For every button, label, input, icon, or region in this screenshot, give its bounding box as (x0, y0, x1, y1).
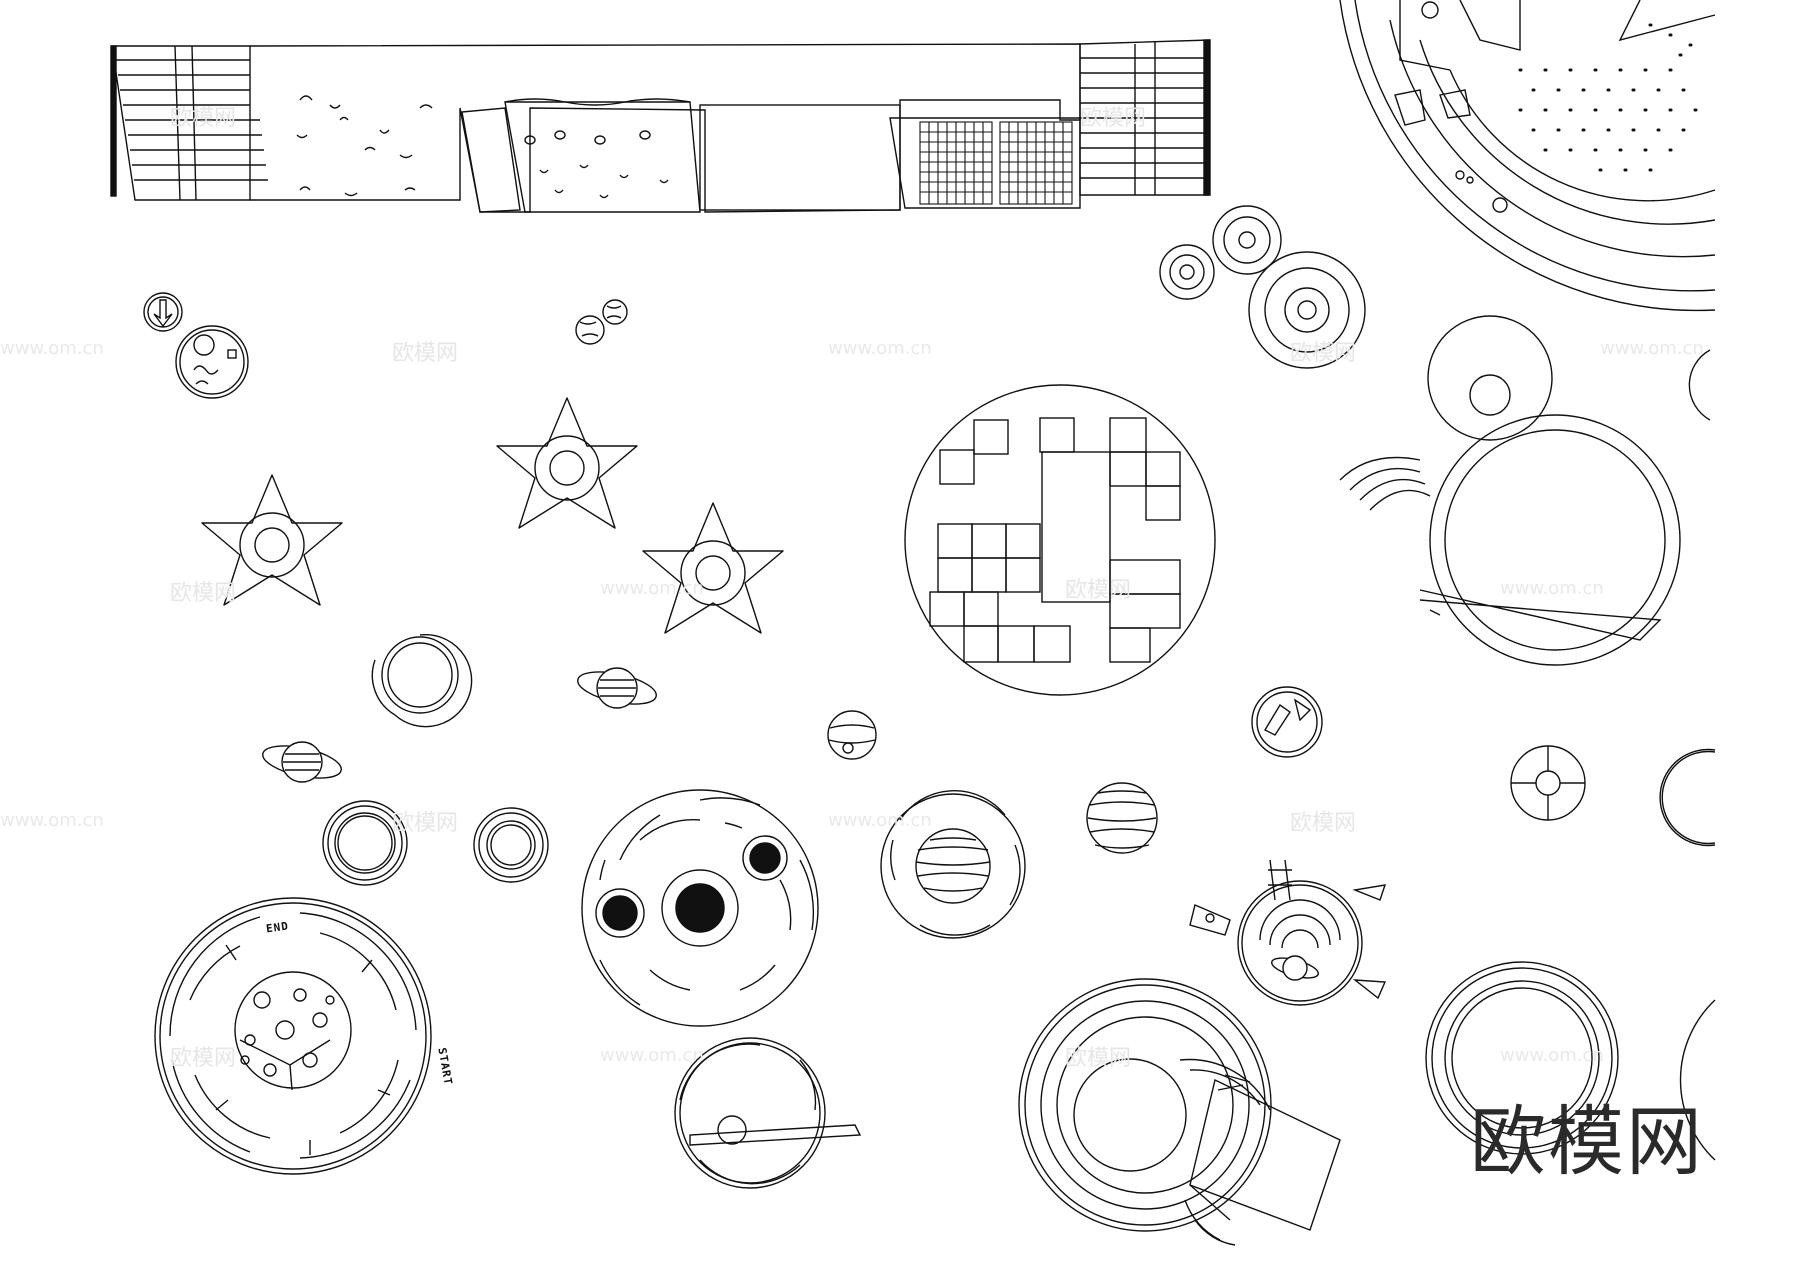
jupiter-ring-disc (880, 790, 1026, 939)
watermark-cn: 欧模网 (1290, 811, 1357, 836)
watermark-url: www.om.cn (828, 810, 932, 831)
watermark-url: www.om.cn (1500, 1045, 1604, 1066)
watermark-cn: 欧模网 (392, 341, 459, 366)
ring-target-1 (371, 633, 473, 728)
arrow-sign (143, 292, 183, 332)
face-sign (175, 325, 249, 399)
watermark-cn: 欧模网 (170, 106, 237, 131)
watermark-cn: 欧模网 (170, 1046, 237, 1071)
saturn-planet-1 (577, 667, 657, 709)
jupiter-small (827, 710, 877, 760)
star-shape-2 (201, 474, 343, 606)
watermark-url: www.om.cn (0, 338, 104, 359)
watermark-cn: 欧模网 (170, 581, 237, 606)
watermark-url: www.om.cn (0, 810, 104, 831)
block-circle (904, 384, 1216, 696)
star-shape-3 (642, 502, 784, 634)
moon-slide (674, 1037, 862, 1189)
bubble-cluster (1159, 205, 1366, 369)
rocket-ring-small (1251, 686, 1323, 758)
small-planets-pair (575, 299, 628, 345)
spiral-slide (1018, 978, 1341, 1246)
double-ring-1 (322, 800, 408, 886)
concentric-rings (1425, 961, 1619, 1155)
cross-circle (1510, 745, 1586, 821)
striped-planet (1086, 782, 1158, 854)
watermark-cn: 欧模网 (1065, 1046, 1132, 1071)
watermark-url: www.om.cn (600, 578, 704, 599)
watermark-url: www.om.cn (1600, 338, 1704, 359)
saturn-planet-2 (262, 741, 342, 783)
edge-arc (1688, 349, 1711, 421)
watermark-url: www.om.cn (1500, 578, 1604, 599)
half-ring-right (1659, 748, 1716, 847)
amphitheater (1339, 0, 1716, 312)
rocket-station (1189, 859, 1387, 1006)
planet-maze (154, 897, 432, 1175)
top-bridge-structure (110, 39, 1211, 213)
edge-arc-bottom (1679, 999, 1716, 1161)
watermark-url: www.om.cn (828, 338, 932, 359)
star-shape-1 (496, 397, 638, 529)
watermark-cn: 欧模网 (392, 811, 459, 836)
brand-logo: 欧模网 (1470, 1097, 1704, 1186)
watermark-cn: 欧模网 (1065, 578, 1132, 603)
slide-tower (1339, 315, 1681, 666)
double-ring-2 (473, 807, 549, 883)
solar-system-disc (581, 789, 819, 1027)
watermark-cn: 欧模网 (1080, 106, 1147, 131)
watermark-cn: 欧模网 (1290, 341, 1357, 366)
watermark-url: www.om.cn (600, 1045, 704, 1066)
